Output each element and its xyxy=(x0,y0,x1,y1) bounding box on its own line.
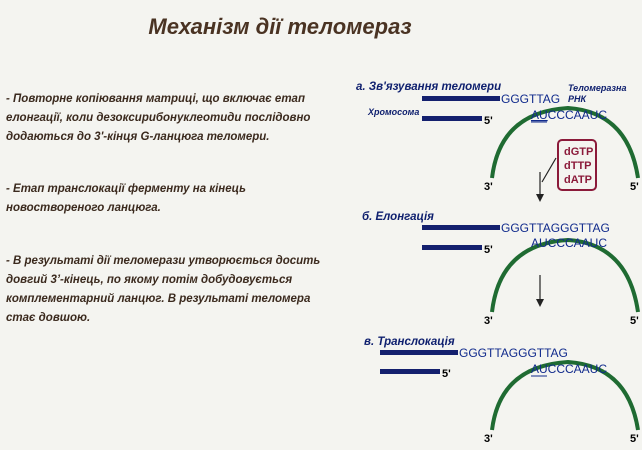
nucleotide-datp: dATP xyxy=(564,174,592,186)
rna-arc-c xyxy=(490,359,640,431)
rna-seq-b: AUCCCAAUC xyxy=(531,236,607,250)
arrow-nucleotides xyxy=(541,157,557,183)
nucleotides-box xyxy=(557,139,597,191)
paragraph-translocation: - Етап транслокації ферменту на кінець н… xyxy=(6,183,246,214)
rna-label-line2: РНК xyxy=(568,94,588,104)
paragraph-result: - В результаті дії теломерази утворюєтьс… xyxy=(6,255,321,324)
seq-a: GGGTTAG xyxy=(501,92,560,106)
nucleotide-dttp: dTTP xyxy=(564,160,592,172)
end-5-b-dna: 5' xyxy=(484,244,493,256)
dna-strand-lower-c xyxy=(380,369,440,374)
end-3-a: 3' xyxy=(484,181,493,193)
dna-strand-lower-b xyxy=(422,245,482,250)
chromosome-label: Хромосома xyxy=(367,107,419,117)
end-5-c-dna: 5' xyxy=(442,368,451,380)
rna-seq-c: AUCCCAAUC xyxy=(531,362,607,376)
end-5-a: 5' xyxy=(630,181,639,193)
seq-b: GGGTTAGGGTTAG xyxy=(501,221,610,235)
end-5-c: 5' xyxy=(630,433,639,445)
dna-strand-upper-c xyxy=(380,350,458,355)
dna-strand-upper-b xyxy=(422,225,500,230)
rna-label-line1: Теломеразна xyxy=(568,83,626,93)
seq-c: GGGTTAGGGTTAG xyxy=(459,346,568,360)
end-3-b: 3' xyxy=(484,315,493,327)
dna-strand-upper-a xyxy=(422,96,500,101)
stage-c-label: в. Транслокація xyxy=(364,336,455,348)
rna-seq-a: AUCCCAAUC xyxy=(531,108,607,122)
end-5-a-dna: 5' xyxy=(484,115,493,127)
end-5-b: 5' xyxy=(630,315,639,327)
rna-arc-a xyxy=(490,105,640,179)
stage-a-label: а. Зв'язування теломери xyxy=(356,81,501,93)
stage-b-label: б. Елонгація xyxy=(362,211,434,223)
end-3-c: 3' xyxy=(484,433,493,445)
dna-strand-lower-a xyxy=(422,116,482,121)
nucleotide-dgtp: dGTP xyxy=(564,146,593,158)
rna-arc-b xyxy=(490,237,640,313)
paragraph-elongation: - Повторне копіювання матриці, що включа… xyxy=(6,93,311,143)
page-title: Механізм дії теломераз xyxy=(148,14,412,39)
